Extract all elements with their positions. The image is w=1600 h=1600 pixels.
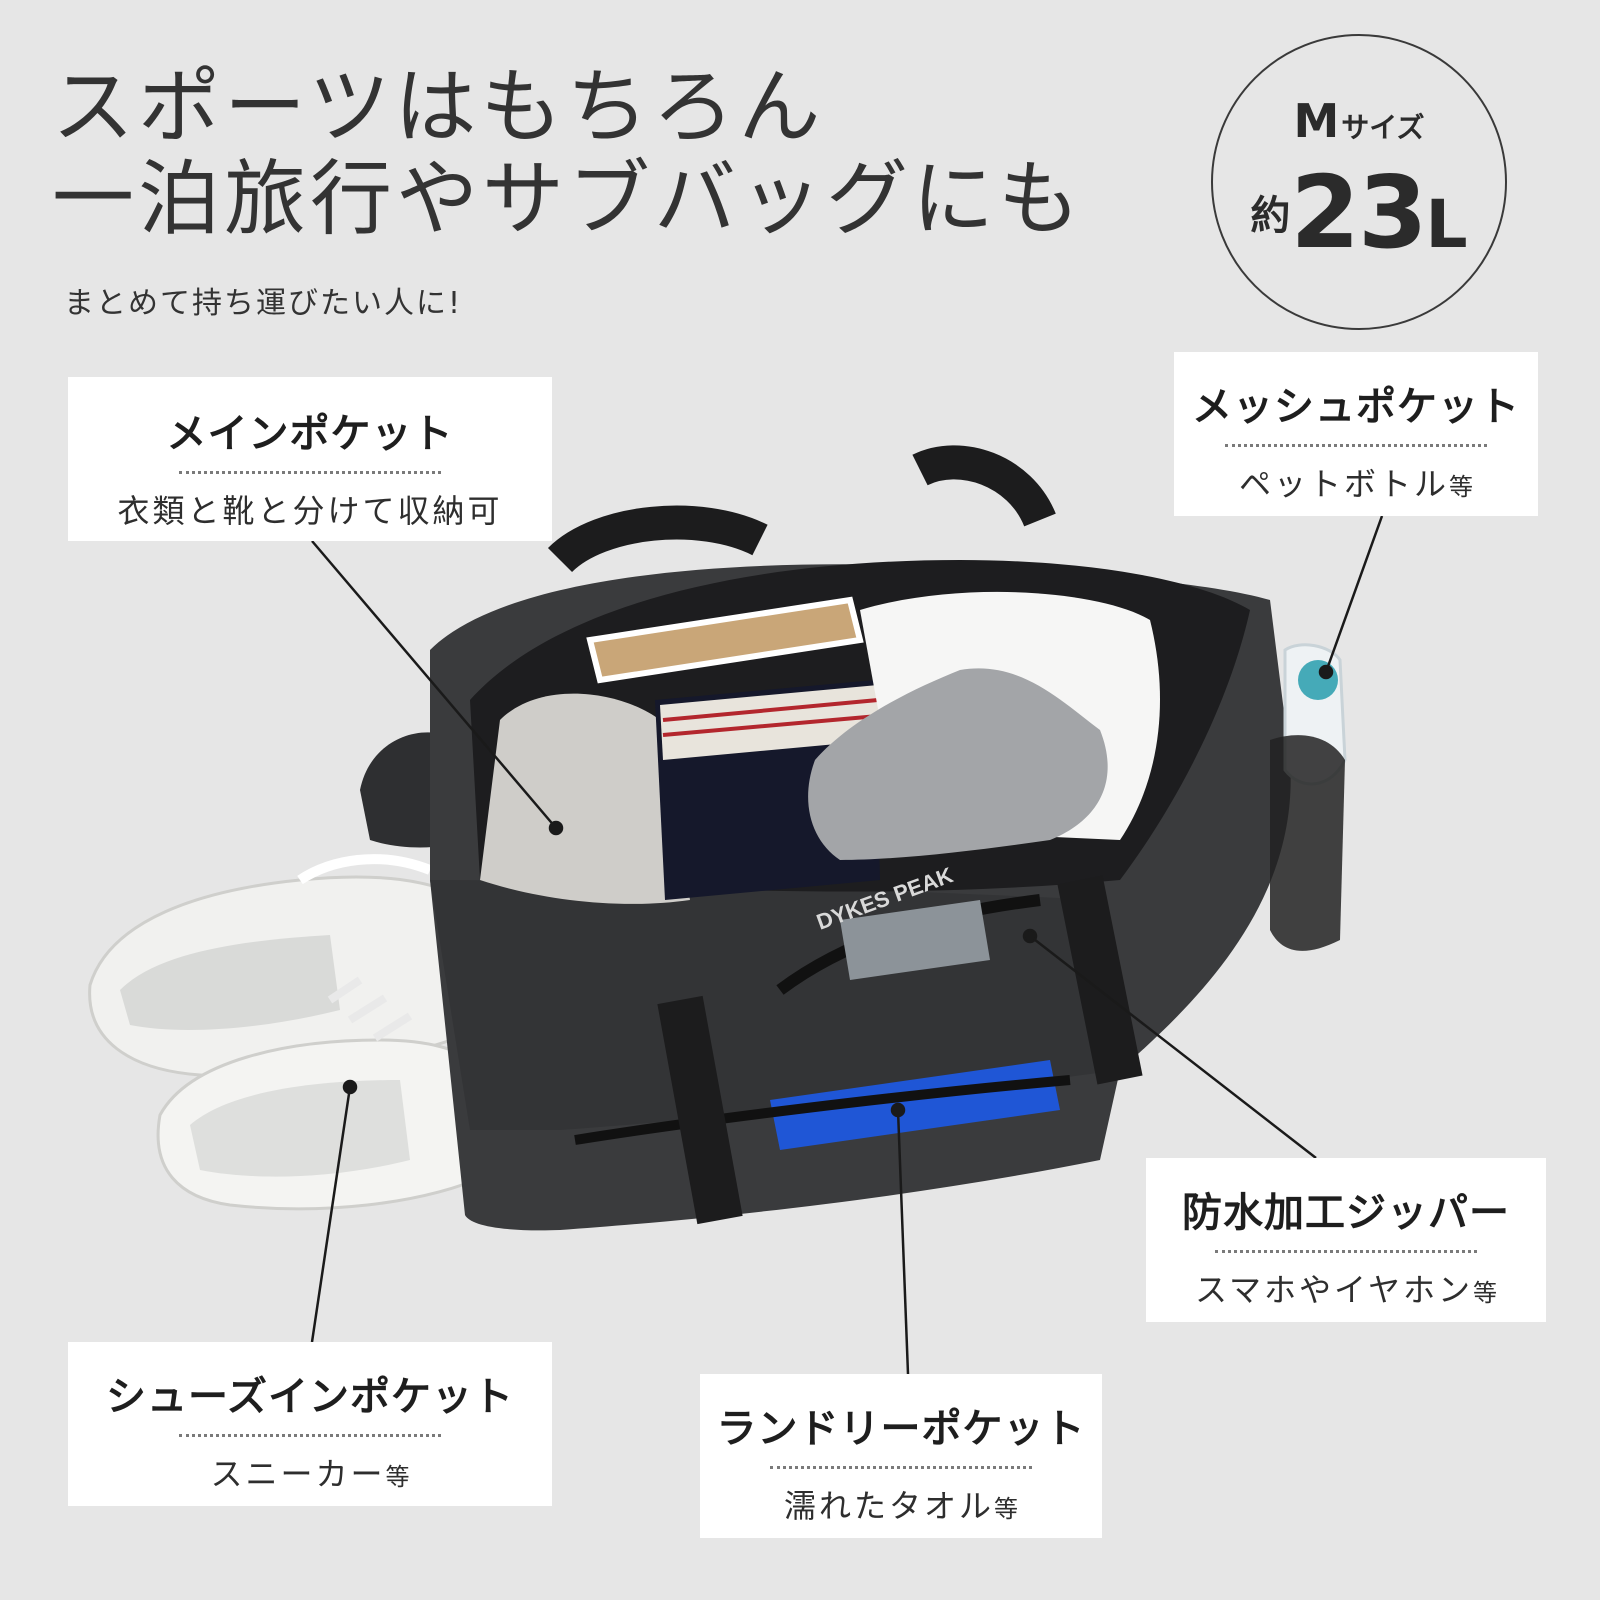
leader-dot-main-pocket [548,820,564,836]
subline: まとめて持ち運びたい人に! [64,286,463,321]
callout-title: メッシュポケット [1192,384,1520,430]
leader-dot-mesh-pocket [1318,664,1334,680]
dotted-divider [770,1466,1032,1469]
leader-dot-zipper [1022,928,1038,944]
leader-zipper [1029,935,1317,1159]
size-letter: M [1293,94,1340,148]
callout-desc-text: スニーカー [210,1455,386,1493]
leader-dot-shoes-pocket [342,1079,358,1095]
callout-laundry-pocket: ランドリーポケット 濡れたタオル等 [700,1374,1102,1538]
callout-description: 衣類と靴と分けて収納可 [117,492,503,530]
callout-desc-text: ペットボトル [1238,465,1449,503]
headline: スポーツはもちろん 一泊旅行やサブバッグにも [52,62,1084,246]
callout-title: 防水加工ジッパー [1182,1190,1510,1236]
callout-leader-lines [310,515,1384,1375]
dotted-divider [1225,444,1487,447]
leader-main-pocket [311,540,557,829]
size-suffix: サイズ [1341,111,1425,144]
callout-description: スニーカー等 [68,1449,552,1495]
capacity-value: 23 [1290,154,1427,271]
leader-laundry-pocket [896,1109,910,1375]
dotted-divider [179,1434,441,1437]
callout-title: ランドリーポケット [716,1406,1086,1452]
leader-dot-laundry-pocket [890,1102,906,1118]
callout-shoes-pocket: シューズインポケット スニーカー等 [68,1342,552,1506]
callout-mesh-pocket: メッシュポケット ペットボトル等 [1174,352,1538,516]
sneakers-illustration [88,854,490,1211]
callout-title: シューズインポケット [106,1374,514,1420]
callout-main-pocket: メインポケット 衣類と靴と分けて収納可 [68,377,552,541]
callout-waterproof-zipper: 防水加工ジッパー スマホやイヤホン等 [1146,1158,1546,1322]
callout-desc-suffix: 等 [1449,473,1473,501]
callout-desc-suffix: 等 [1473,1279,1498,1307]
duffel-bag-illustration: DYKES PEAK [360,445,1347,1231]
callout-title: メインポケット [166,411,454,457]
leader-mesh-pocket [1324,515,1384,673]
size-label: Mサイズ [1213,94,1505,148]
capacity-badge: Mサイズ 約23L [1211,34,1507,330]
headline-line-1: スポーツはもちろん [52,60,825,155]
callout-desc-text: 濡れたタオル [783,1487,994,1525]
callout-description: 濡れたタオル等 [700,1481,1102,1527]
callout-desc-text: スマホやイヤホン [1194,1271,1474,1309]
callout-desc-suffix: 等 [385,1463,410,1491]
approx-label: 約 [1250,193,1291,239]
dotted-divider [1215,1250,1477,1253]
callout-description: スマホやイヤホン等 [1146,1265,1546,1311]
callout-description: ペットボトル等 [1174,459,1538,505]
dotted-divider [179,471,441,474]
capacity-label: 約23L [1213,154,1505,271]
headline-line-2: 一泊旅行やサブバッグにも [52,152,1085,247]
capacity-unit: L [1425,186,1468,263]
callout-desc-suffix: 等 [994,1495,1018,1523]
leader-shoes-pocket [310,1086,352,1343]
